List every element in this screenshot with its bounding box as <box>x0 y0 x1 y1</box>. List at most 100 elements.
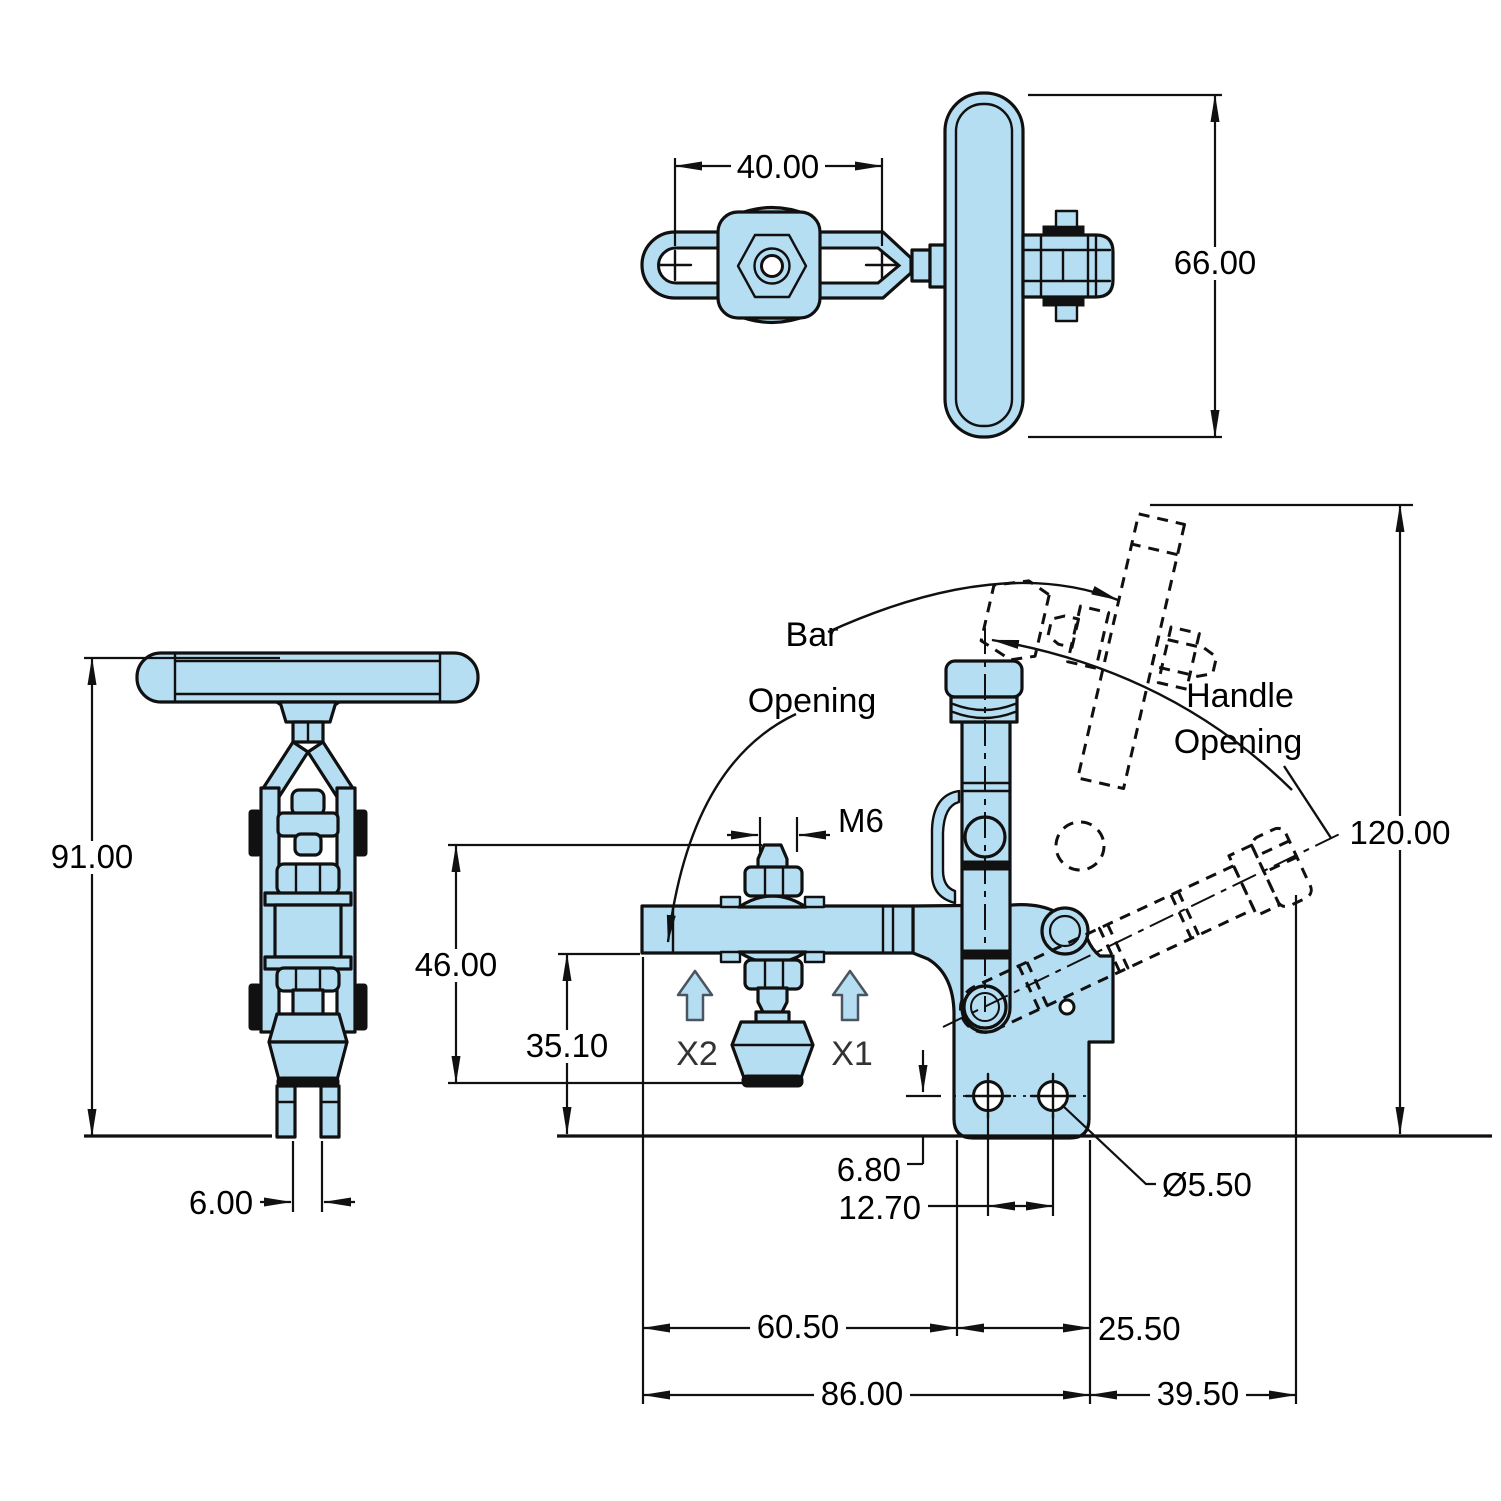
dim-8600-3950: 86.00 39.50 <box>642 895 1298 1412</box>
spindle-inner <box>293 832 323 857</box>
bar-stub <box>910 248 932 283</box>
dim-text-8600: 86.00 <box>821 1375 904 1412</box>
main-view: X2 X1 Bar Opening Handle Opening M6 46.0… <box>408 503 1492 1412</box>
open-bar-end-cap <box>1131 542 1178 557</box>
open-cap-line <box>1256 839 1290 858</box>
dim-text-bg <box>408 949 504 982</box>
open-handle-shaft <box>959 864 1256 1034</box>
foot-lower <box>267 1040 349 1082</box>
washer-nub-right-low <box>803 950 826 964</box>
dim-40: 40.00 <box>673 148 884 246</box>
small-hole <box>1058 998 1076 1016</box>
clamp-bar <box>640 904 915 955</box>
bar-end-square <box>273 903 343 959</box>
bar-pivot-inner <box>1048 914 1082 948</box>
cap-arc-2 <box>951 710 1017 720</box>
handle-neck <box>278 700 338 724</box>
dim-text: 6.80 <box>837 1151 901 1188</box>
pad-upper-right <box>354 809 368 857</box>
force-label-x1: X1 <box>831 1035 873 1073</box>
open-shaft-band <box>1017 960 1049 1011</box>
dim-text-bg <box>1341 816 1459 850</box>
stem-lower <box>291 988 325 1018</box>
handle-opening-arc <box>991 638 1293 791</box>
washer-dome-upper <box>737 894 808 909</box>
dim-text-2550: 25.50 <box>1098 1310 1181 1347</box>
handle-grip-inner <box>954 102 1014 428</box>
dim-120: 120.00 <box>1150 503 1459 1135</box>
fork-prong-left <box>275 1084 297 1139</box>
dim-3510: 35.10 <box>519 952 640 1135</box>
dim-6: 6.00 <box>189 1141 355 1221</box>
dim-text: 91.00 <box>51 838 134 875</box>
bar-opening-label-1: Bar <box>786 616 839 654</box>
dim-text: 40.00 <box>737 148 820 185</box>
bar-pivot-boss <box>1040 906 1090 956</box>
force-arrow-x2 <box>676 969 714 1022</box>
dim-text-bg <box>1167 247 1263 280</box>
dim-text-bg <box>519 1030 615 1063</box>
bolt-head-top <box>1054 209 1079 229</box>
dim-text-bg <box>814 1378 910 1411</box>
dim-6050-2550: 60.50 25.50 <box>641 957 1181 1404</box>
foot-upper <box>267 1012 349 1044</box>
dim-91: 91.00 <box>44 656 280 1137</box>
open-handle-cap <box>1250 826 1313 909</box>
fork-prong-right <box>319 1084 341 1139</box>
open-stud-lower <box>1046 614 1081 649</box>
bolt-head-bottom <box>1054 303 1079 323</box>
open-handle-centerline <box>942 827 1353 1028</box>
lower-pivot-inner <box>970 992 1000 1022</box>
dim-text-bg <box>750 1311 846 1344</box>
dim-text-bg <box>1150 1378 1246 1411</box>
dim-text-bg <box>731 150 825 182</box>
dim-text: Ø5.50 <box>1162 1166 1252 1203</box>
washer-nub-left <box>719 895 742 909</box>
dim-dia550: Ø5.50 <box>1061 1104 1252 1203</box>
mount-bracket-top <box>1021 233 1115 299</box>
washer-nub-left-low <box>719 950 742 964</box>
pad-upper-left <box>248 809 262 857</box>
hex-nut-upper <box>275 862 341 896</box>
hex-nut-lower <box>743 958 804 991</box>
dim-text-6050: 60.50 <box>757 1308 840 1345</box>
open-handle-cap-band <box>1227 843 1281 918</box>
force-label-x2: X2 <box>676 1035 718 1073</box>
side-view: 91.00 6.00 <box>44 651 480 1221</box>
open-handle-dashed <box>959 826 1313 1034</box>
dim-text: 46.00 <box>415 946 498 983</box>
open-cap-line <box>1263 855 1298 874</box>
foot-pad <box>741 1074 804 1088</box>
hex-nut-upper <box>743 865 804 898</box>
open-shaft-joint <box>1176 890 1200 936</box>
bar-opening-label-2: Opening <box>748 682 877 720</box>
washer-nub-right <box>803 895 826 909</box>
dim-46: 46.00 <box>408 843 762 1085</box>
dim-text: 66.00 <box>1174 244 1257 281</box>
retainer-hook <box>930 789 961 905</box>
handle-opening-label-1: Handle <box>1186 677 1294 715</box>
open-bar-dashed <box>979 512 1219 791</box>
spindle-top <box>290 788 326 817</box>
dim-m6: M6 <box>727 802 884 852</box>
spindle-stud-lower <box>756 986 789 1016</box>
dim-text: 6.00 <box>189 1184 253 1221</box>
dim-66: 66.00 <box>1028 93 1263 439</box>
spindle-circle-inner <box>760 254 784 278</box>
dim-text-bg <box>44 841 140 874</box>
pad-lower-right <box>354 983 368 1031</box>
flange-upper <box>263 891 353 907</box>
open-bar-outline <box>1076 512 1187 791</box>
hex-nut-lower <box>275 966 341 993</box>
rubber-foot <box>730 1020 815 1080</box>
open-nut-upper <box>1156 625 1201 691</box>
leader <box>1061 1104 1156 1186</box>
top-view: 40.00 66.00 <box>640 91 1263 439</box>
pad-lower-left <box>248 983 262 1031</box>
dim-680: 6.80 <box>837 1050 941 1188</box>
open-link-hole-dashed <box>1054 820 1106 872</box>
open-nut-lower <box>1066 604 1111 670</box>
bar-opening-leader-open <box>827 581 1119 634</box>
